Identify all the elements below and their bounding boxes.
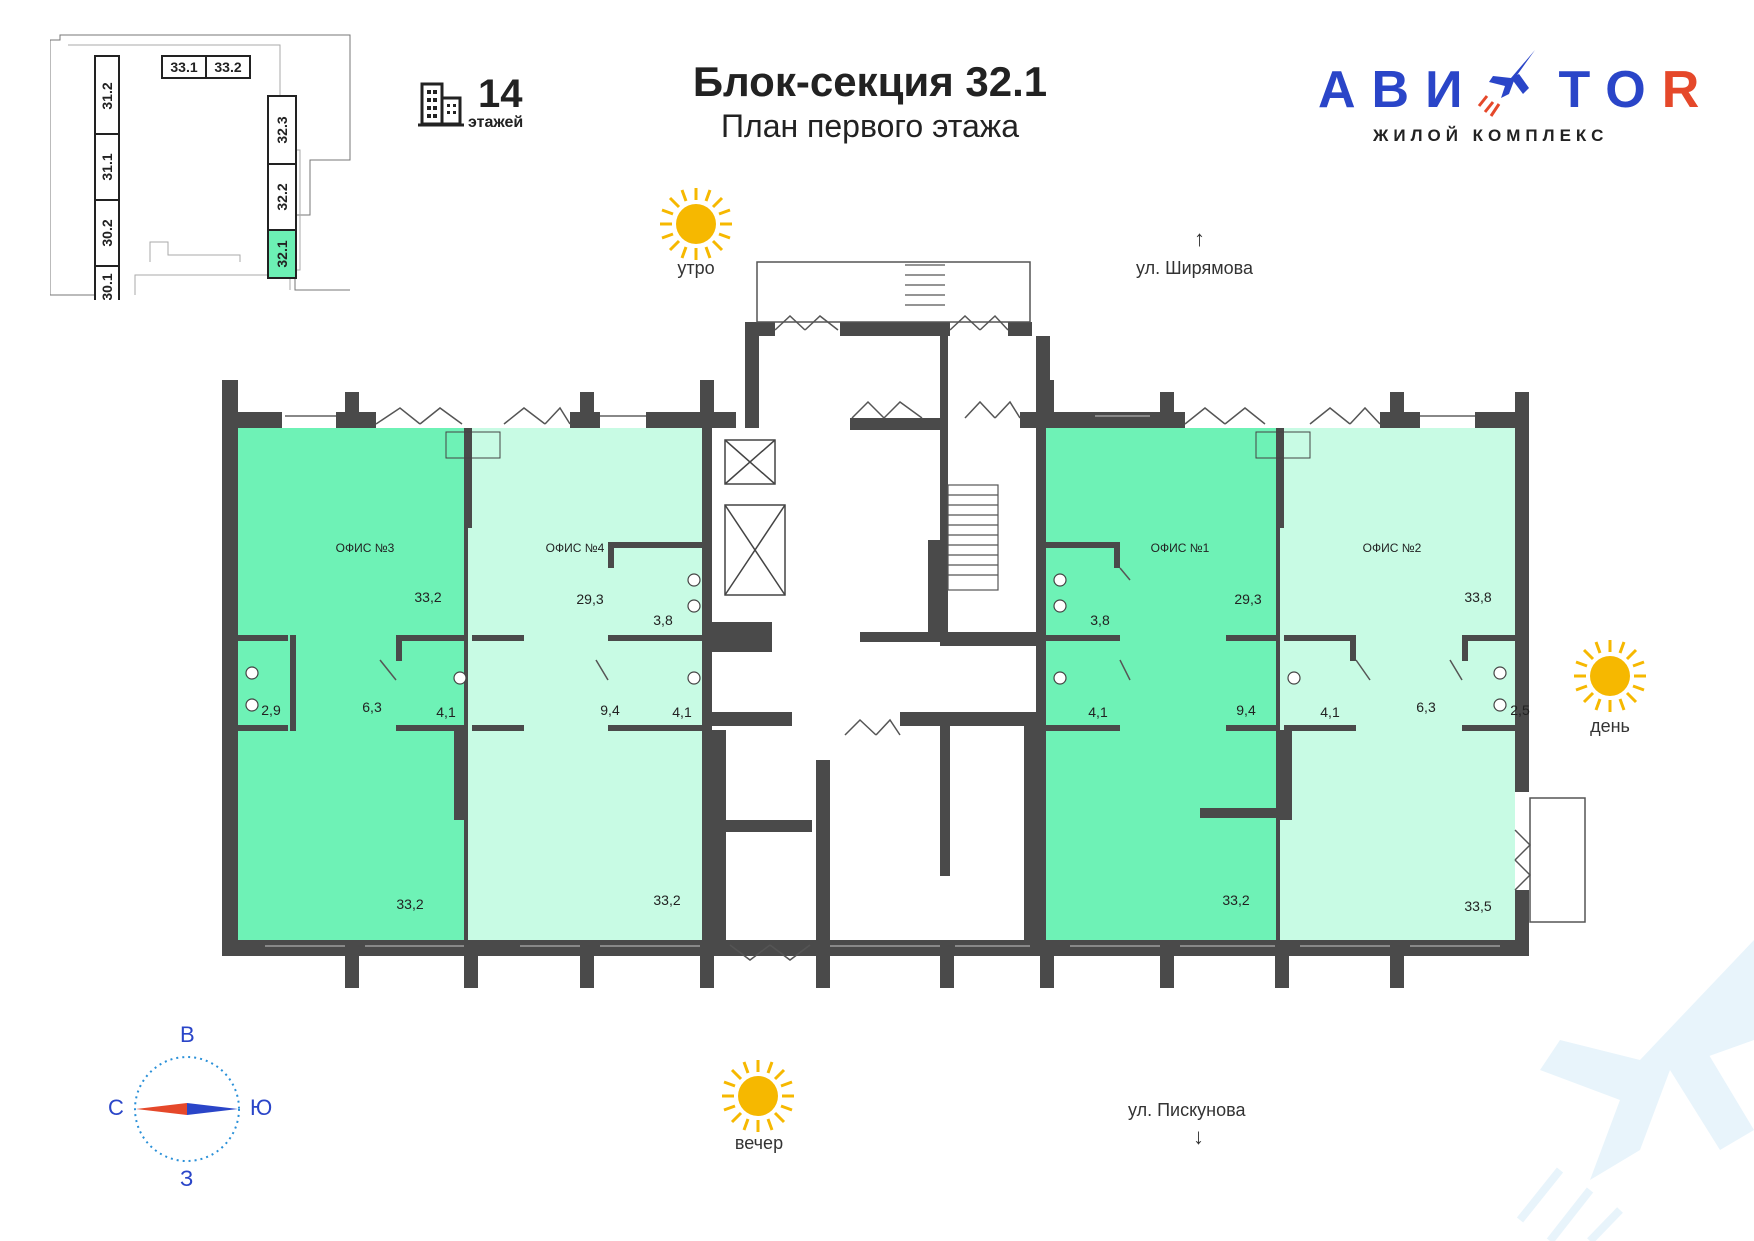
- area-label: 4,1: [1320, 704, 1340, 720]
- arrow-up-icon: ↑: [1194, 226, 1205, 251]
- area-label: 33,2: [414, 589, 441, 605]
- office-2-area[interactable]: [1278, 428, 1515, 940]
- area-label: 33,2: [653, 892, 680, 908]
- site-sec-30-1: 30.1: [99, 273, 115, 300]
- area-label: 33,5: [1464, 898, 1491, 914]
- sun-evening-label: вечер: [734, 1133, 784, 1153]
- office-4-area[interactable]: [466, 428, 702, 940]
- floors-count: 14: [478, 72, 523, 116]
- porch: [756, 261, 1586, 923]
- stairs: [905, 264, 999, 591]
- walls: [222, 322, 1529, 988]
- area-label: 3,8: [1090, 612, 1110, 628]
- site-sec-33-1: 33.1: [170, 59, 197, 75]
- area-label: 33,2: [396, 896, 423, 912]
- jet-icon: [1477, 50, 1535, 117]
- compass-left: С: [108, 1095, 124, 1120]
- street-south: ул. Пискунова: [1128, 1100, 1246, 1120]
- compass-right: Ю: [250, 1095, 273, 1120]
- toilet-icon: [245, 573, 1507, 712]
- area-label: 33,2: [1222, 892, 1249, 908]
- area-label: 4,1: [436, 704, 456, 720]
- logo-tagline: ЖИЛОЙ КОМПЛЕКС: [1373, 126, 1609, 145]
- logo-text: АВИ TOR: [1318, 60, 1715, 120]
- area-label: 29,3: [1234, 591, 1261, 607]
- logo-part2: TO: [1558, 61, 1662, 119]
- street-north: ул. Ширямова: [1136, 258, 1253, 278]
- doors: [375, 314, 1532, 961]
- sun-evening-icon: [722, 1060, 794, 1132]
- area-label: 4,1: [1088, 704, 1108, 720]
- site-sec-32-1: 32.1: [274, 240, 290, 267]
- area-label: 6,3: [1416, 699, 1436, 715]
- area-label: 33,8: [1464, 589, 1491, 605]
- area-label: 3,8: [653, 612, 673, 628]
- site-sec-32-3: 32.3: [274, 116, 290, 143]
- office-1-area[interactable]: [1045, 428, 1278, 940]
- floors-label: этажей: [468, 114, 524, 131]
- office-3-area[interactable]: [234, 428, 466, 940]
- area-label: 2,9: [261, 702, 281, 718]
- area-label: 4,1: [672, 704, 692, 720]
- logo-part1: АВИ: [1318, 61, 1479, 119]
- office-3-name: ОФИС №3: [336, 541, 395, 555]
- sun-day-label: день: [1590, 716, 1630, 736]
- office-4-name: ОФИС №4: [546, 541, 605, 555]
- site-sec-32-2: 32.2: [274, 183, 290, 210]
- arrow-down-icon: ↓: [1193, 1124, 1204, 1149]
- compass: [134, 1056, 240, 1162]
- windows: [265, 415, 1500, 947]
- site-sec-31-1: 31.1: [99, 153, 115, 180]
- site-sec-33-2: 33.2: [214, 59, 241, 75]
- area-label: 9,4: [1236, 702, 1256, 718]
- page-title: Блок-секция 32.1: [692, 58, 1048, 105]
- area-label: 29,3: [576, 591, 603, 607]
- jet-watermark-icon: [1516, 940, 1754, 1241]
- page-subtitle: План первого этажа: [721, 108, 1019, 144]
- compass-top: В: [180, 1022, 195, 1047]
- building-icon: [418, 82, 464, 127]
- elevator: [724, 439, 786, 596]
- office-2-name: ОФИС №2: [1363, 541, 1422, 555]
- sun-day-icon: [1574, 640, 1646, 712]
- logo-part3: R: [1661, 61, 1716, 119]
- site-sec-31-2: 31.2: [99, 82, 115, 109]
- area-label: 2,5: [1510, 702, 1530, 718]
- area-label: 9,4: [600, 702, 620, 718]
- sun-morning-label: утро: [677, 258, 715, 278]
- site-sec-30-2: 30.2: [99, 219, 115, 246]
- compass-bottom: З: [180, 1166, 194, 1191]
- site-plan: 33.1 33.2 31.2 31.1 30.2 30.1 32.3 32.2 …: [50, 34, 351, 300]
- area-label: 6,3: [362, 699, 382, 715]
- meter-icon: [445, 431, 1311, 459]
- sun-morning-icon: [660, 188, 732, 260]
- office-1-name: ОФИС №1: [1151, 541, 1210, 555]
